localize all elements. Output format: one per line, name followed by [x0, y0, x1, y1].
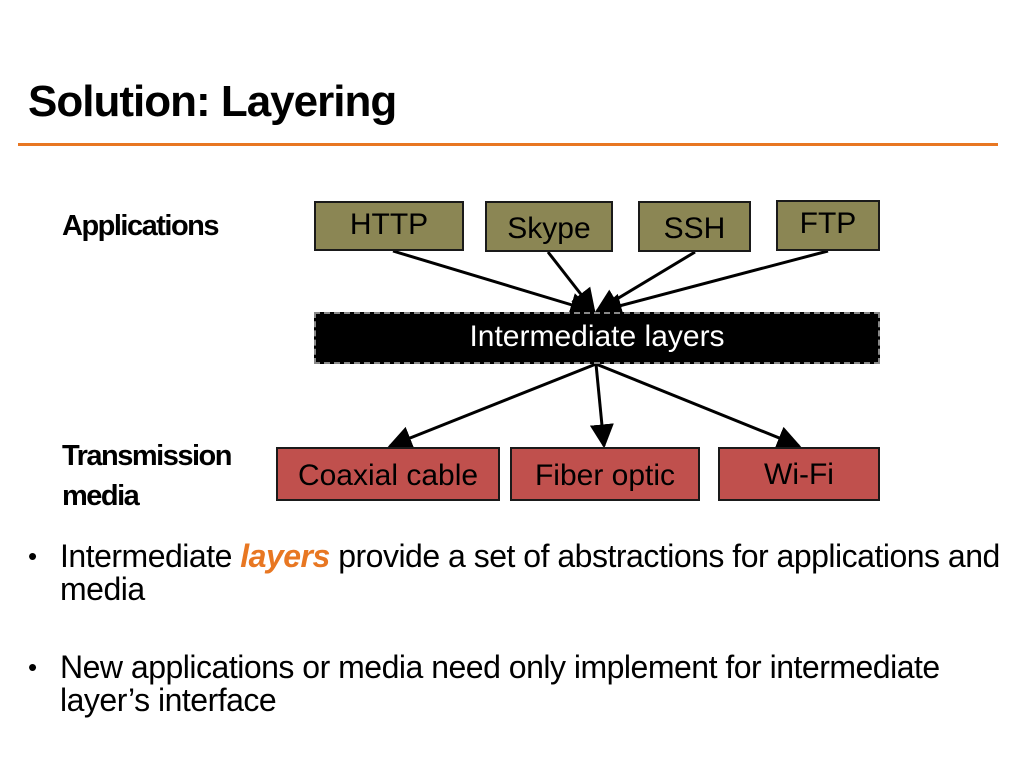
slide-title: Solution: Layering	[28, 77, 397, 126]
arrow-ftp-to-layers	[597, 249, 829, 318]
bullet-item-interface: • New applications or media need only im…	[28, 651, 1008, 717]
transmission-media-label-line1: Transmission	[62, 440, 232, 472]
arrow-layers-to-fiber	[589, 363, 614, 449]
bullet-text-after: provide a set of abstractions for applic…	[60, 538, 1000, 607]
bullet-emphasis-layers: layers	[240, 538, 330, 574]
media-box-coaxial-cable: Coaxial cable	[276, 447, 500, 501]
arrow-ssh-to-layers	[594, 250, 696, 313]
transmission-media-label: Transmission media	[62, 436, 232, 516]
title-divider	[18, 143, 998, 146]
app-box-skype: Skype	[485, 201, 613, 252]
arrow-layers-to-coaxial	[387, 362, 597, 450]
bullet-marker: •	[28, 541, 37, 571]
arrow-layers-to-wifi	[595, 362, 802, 450]
bullet-text-before: Intermediate	[60, 538, 241, 574]
bullet-text: New applications or media need only impl…	[60, 649, 940, 718]
app-box-http: HTTP	[314, 201, 464, 251]
bullet-list: • Intermediate layers provide a set of a…	[28, 540, 1008, 762]
media-box-fiber-optic: Fiber optic	[510, 447, 700, 501]
app-box-ssh: SSH	[638, 201, 751, 252]
transmission-media-label-line2: media	[62, 480, 140, 512]
bullet-item-layers: • Intermediate layers provide a set of a…	[28, 540, 1008, 606]
media-box-wifi: Wi-Fi	[718, 447, 880, 501]
arrow-skype-to-layers	[546, 251, 596, 313]
app-box-ftp: FTP	[776, 200, 880, 251]
intermediate-layers-box: Intermediate layers	[314, 312, 880, 364]
arrow-http-to-layers	[392, 249, 595, 317]
applications-label: Applications	[62, 210, 220, 242]
bullet-marker: •	[28, 652, 37, 682]
